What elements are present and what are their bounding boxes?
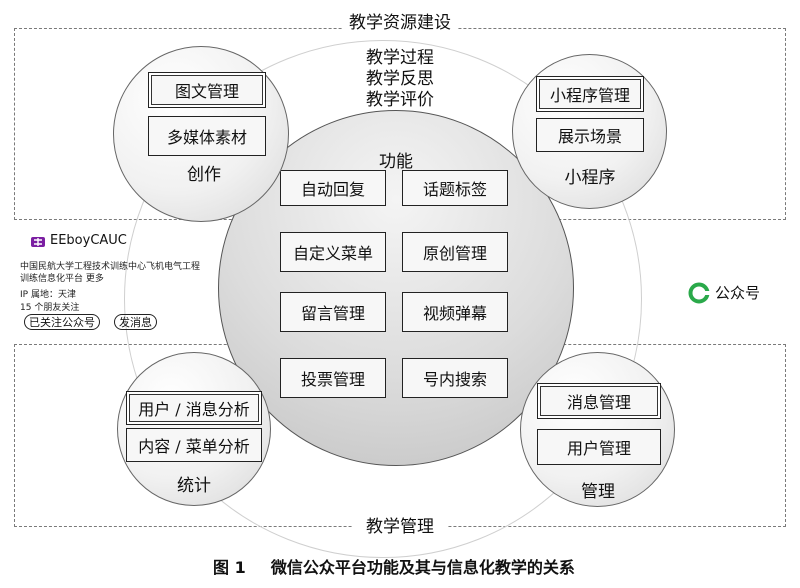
function-item-vote-management: 投票管理 xyxy=(280,358,386,398)
function-item-original-management: 原创管理 xyxy=(402,232,508,272)
function-item-custom-menu: 自定义菜单 xyxy=(280,232,386,272)
mini-program-item-display-scene: 展示场景 xyxy=(536,118,644,152)
account-name: EEboyCAUC xyxy=(50,233,127,248)
account-card: EEboyCAUC 中国民航大学工程技术训练中心飞机电气工程 训练信息化平台 更… xyxy=(20,232,220,334)
account-friends-following: 15 个朋友关注 xyxy=(20,303,80,313)
statistics-item-user-message-analysis: 用户 / 消息分析 xyxy=(126,391,262,425)
wechat-official-account-icon xyxy=(688,282,710,304)
function-item-video-danmaku: 视频弹幕 xyxy=(402,292,508,332)
management-item-user-management: 用户管理 xyxy=(537,429,661,465)
creation-item-image-text-management: 图文管理 xyxy=(148,72,266,108)
statistics-item-content-menu-analysis: 内容 / 菜单分析 xyxy=(126,428,262,462)
account-description-line2-wrap: 训练信息化平台 更多 xyxy=(20,271,104,284)
creation-label: 创作 xyxy=(187,165,221,185)
creation-item-multimedia-material: 多媒体素材 xyxy=(148,116,266,156)
send-message-button[interactable]: 发消息 xyxy=(114,314,157,330)
function-item-comment-management: 留言管理 xyxy=(280,292,386,332)
bottom-section-title: 教学管理 xyxy=(352,512,448,537)
figure-number: 图 1 xyxy=(213,558,246,577)
function-title: 功能 xyxy=(379,152,413,172)
outer-ring xyxy=(124,40,642,558)
mini-program-item-management: 小程序管理 xyxy=(536,76,644,112)
top-section-title: 教学资源建设 xyxy=(342,8,458,33)
figure-caption-text: 微信公众平台功能及其与信息化教学的关系 xyxy=(270,558,575,577)
process-line-2: 教学反思 xyxy=(366,69,434,89)
account-logo-icon xyxy=(31,237,45,247)
function-item-topic-tags: 话题标签 xyxy=(402,170,508,206)
figure-caption: 图 1 微信公众平台功能及其与信息化教学的关系 xyxy=(213,554,575,578)
management-label: 管理 xyxy=(581,482,615,502)
statistics-label: 统计 xyxy=(177,476,211,496)
account-more-link[interactable]: 更多 xyxy=(85,274,104,284)
official-account-label: 公众号 xyxy=(715,284,761,302)
function-item-in-account-search: 号内搜索 xyxy=(402,358,508,398)
process-line-1: 教学过程 xyxy=(366,48,434,68)
mini-program-label: 小程序 xyxy=(564,168,616,188)
function-circle xyxy=(218,110,574,466)
management-item-message-management: 消息管理 xyxy=(537,383,661,419)
function-item-auto-reply: 自动回复 xyxy=(280,170,386,206)
account-description-line1: 中国民航大学工程技术训练中心飞机电气工程 xyxy=(20,262,201,272)
process-line-3: 教学评价 xyxy=(366,90,434,110)
account-ip-location: IP 属地：天津 xyxy=(20,290,76,300)
followed-account-button[interactable]: 已关注公众号 xyxy=(24,314,100,330)
account-description-line2: 训练信息化平台 xyxy=(20,274,84,284)
